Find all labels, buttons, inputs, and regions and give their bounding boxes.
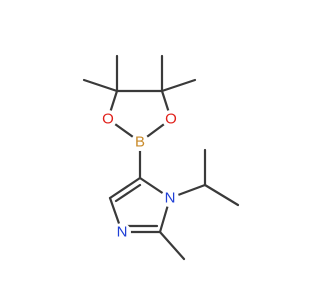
nitrogen-imine-label: N	[117, 224, 128, 241]
atom-nitrogen-ring: N	[161, 189, 179, 207]
nitrogen-ring-label: N	[165, 190, 176, 207]
bond-ch-methyl-right	[203, 183, 240, 207]
oxygen-left-label: O	[102, 111, 114, 128]
atom-oxygen-left: O	[99, 110, 117, 128]
bond-methyl-right-side	[160, 78, 197, 93]
atom-oxygen-right: O	[162, 110, 180, 128]
bond-methyl-left-side	[82, 78, 119, 93]
atom-nitrogen-imine: N	[113, 223, 131, 241]
bond-c4-c5-double	[114, 183, 142, 203]
boron-label: B	[135, 134, 145, 151]
structure-canvas: B O O N N	[82, 54, 240, 261]
atom-boron: B	[131, 133, 149, 151]
molecule-structure: B O O N N	[82, 54, 240, 261]
bond-c2-methyl	[158, 230, 186, 261]
bond-c4-c5	[108, 176, 142, 200]
oxygen-right-label: O	[165, 111, 177, 128]
